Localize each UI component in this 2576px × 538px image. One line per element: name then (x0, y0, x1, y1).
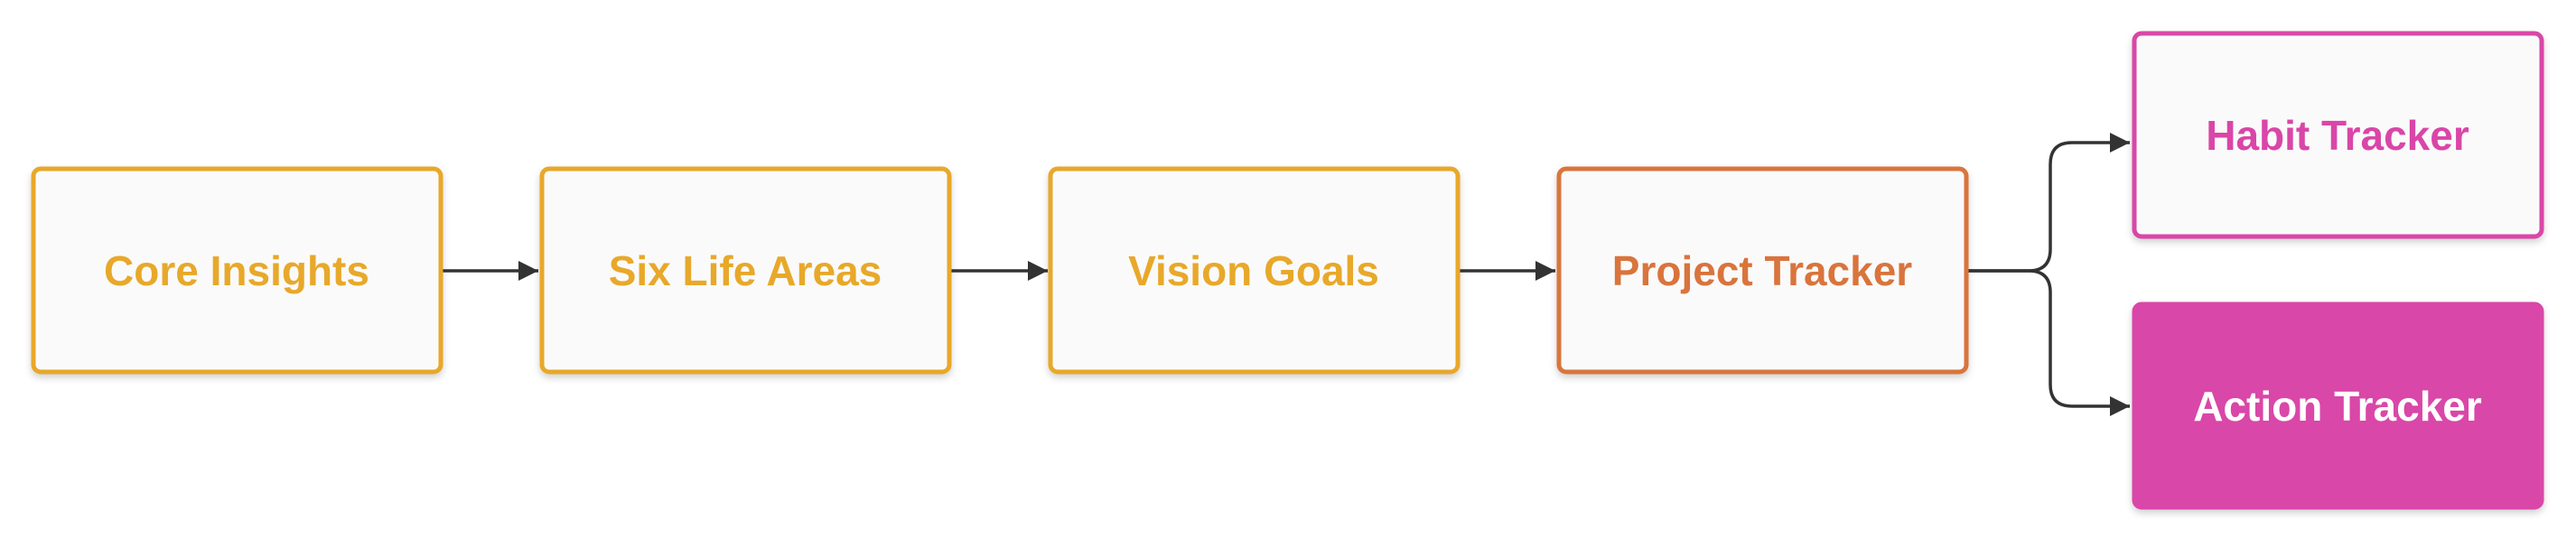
node-vision-goals-label: Vision Goals (1128, 247, 1379, 294)
node-core-insights: Core Insights (31, 166, 443, 375)
edge-project-tracker-to-action-tracker (1967, 269, 2130, 416)
node-action-tracker: Action Tracker (2132, 301, 2544, 510)
edge-project-tracker-to-habit-tracker (1967, 133, 2130, 273)
node-six-life-areas-label: Six Life Areas (609, 247, 882, 294)
node-project-tracker-label: Project Tracker (1612, 247, 1913, 294)
node-project-tracker: Project Tracker (1556, 166, 1969, 375)
node-action-tracker-label: Action Tracker (2193, 383, 2482, 430)
node-habit-tracker-label: Habit Tracker (2206, 112, 2469, 159)
node-habit-tracker: Habit Tracker (2132, 31, 2544, 239)
node-six-life-areas: Six Life Areas (539, 166, 952, 375)
node-vision-goals: Vision Goals (1048, 166, 1461, 375)
node-core-insights-label: Core Insights (104, 247, 369, 294)
